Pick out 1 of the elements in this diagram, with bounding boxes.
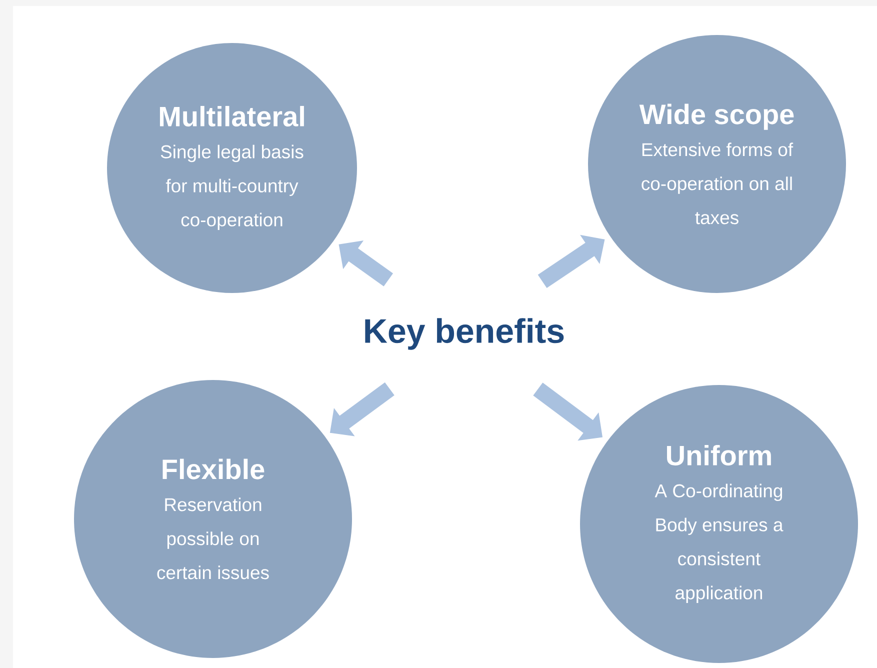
title-text: Key benefits <box>365 318 564 350</box>
